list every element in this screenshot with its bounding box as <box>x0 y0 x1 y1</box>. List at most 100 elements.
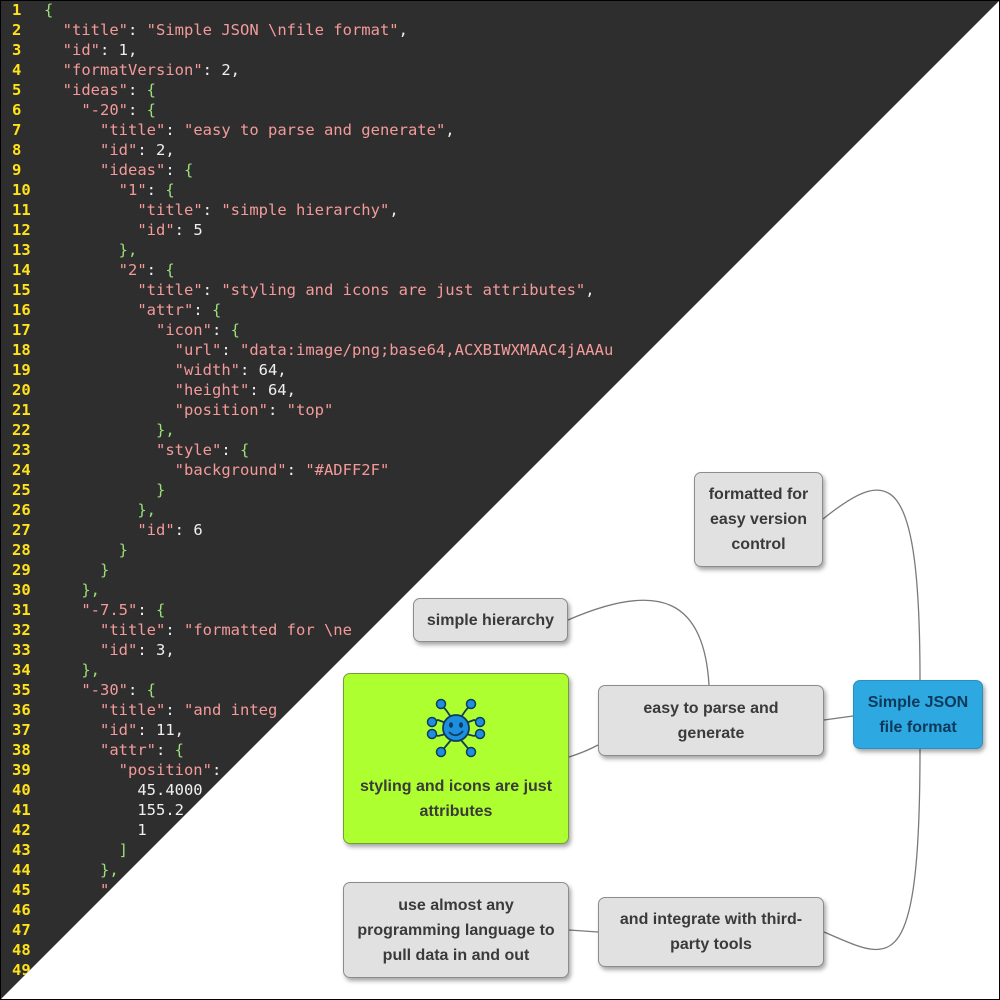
code-token: { <box>146 81 157 99</box>
code-line: 39 "position": <box>0 760 221 780</box>
code-token: : <box>202 201 222 219</box>
code-token: "easy to parse and generate" <box>184 121 446 139</box>
code-line: 6 "-20": { <box>0 100 156 120</box>
code-token: "Simple JSON \nfile format" <box>146 21 399 39</box>
line-number: 20 <box>12 381 31 399</box>
code-line: 43 ] <box>0 840 128 860</box>
code-text: "id": 3, <box>44 641 175 659</box>
code-token: "id" <box>100 641 138 659</box>
line-number: 12 <box>12 221 31 239</box>
code-text: } <box>44 561 109 579</box>
line-number: 28 <box>12 541 31 559</box>
code-token: : <box>165 701 184 719</box>
line-number: 30 <box>12 581 31 599</box>
code-token: : <box>128 101 147 119</box>
code-text: }, <box>44 661 100 679</box>
code-line: 5 "ideas": { <box>0 80 156 100</box>
line-number: 3 <box>12 41 22 59</box>
code-token: "simple hierarchy" <box>221 201 390 219</box>
code-line: 41 155.2 <box>0 800 184 820</box>
code-line: 17 "icon": { <box>0 320 240 340</box>
code-text: 45.4000 <box>44 781 203 799</box>
code-line: 2 "title": "Simple JSON \nfile format", <box>0 20 408 40</box>
line-number: 15 <box>12 281 31 299</box>
code-line: 13 }, <box>0 240 137 260</box>
code-token: "icon" <box>155 321 212 339</box>
code-text: }, <box>44 861 119 879</box>
line-number: 2 <box>12 21 22 39</box>
code-line: 48 <box>0 940 44 960</box>
code-token: "url" <box>174 341 222 359</box>
code-token: { <box>146 681 157 699</box>
code-token: "top" <box>286 401 334 419</box>
code-text: "1": { <box>44 181 175 199</box>
line-number: 42 <box>12 821 31 839</box>
code-line: 12 "id": 5 <box>0 220 203 240</box>
code-token: , <box>398 21 408 39</box>
code-line: 27 "id": 6 <box>0 520 203 540</box>
node-label-line: formatted for <box>708 486 809 503</box>
code-token: "1" <box>118 181 147 199</box>
line-number: 29 <box>12 561 31 579</box>
code-line: 42 1 <box>0 820 147 840</box>
code-token: : 64, <box>249 381 296 399</box>
connector-parse-styling <box>568 744 599 758</box>
code-token: "#ADFF2F" <box>305 461 390 479</box>
code-text: }, <box>44 241 138 259</box>
code-text: "-20": { <box>44 101 156 119</box>
code-line: 23 "style": { <box>0 440 249 460</box>
code-text: "style": { <box>44 441 249 459</box>
line-number: 7 <box>12 121 22 139</box>
line-number: 24 <box>12 461 31 479</box>
node-label-line: styling and icons are just <box>359 777 553 795</box>
code-text: "ideas": { <box>44 161 193 179</box>
code-token: 45.4000 <box>44 781 203 799</box>
code-text: "-30": { <box>44 681 156 699</box>
code-token: : 1, <box>100 41 138 59</box>
code-text: "id": 2, <box>44 141 175 159</box>
line-number: 14 <box>12 261 31 279</box>
node-label-line: programming language to <box>357 921 555 939</box>
node-label-line: party tools <box>670 936 752 953</box>
code-text: "formatVersion": 2, <box>44 61 240 79</box>
code-token: 155.2 <box>44 801 184 819</box>
line-number: 33 <box>12 641 31 659</box>
code-line: 16 "attr": { <box>0 300 221 320</box>
code-token: "id" <box>137 221 175 239</box>
code-text: "2": { <box>44 261 175 279</box>
smiling-virus-icon <box>424 694 488 766</box>
code-line: 21 "position": "top" <box>0 400 333 420</box>
line-number: 18 <box>12 341 31 359</box>
code-token: "ideas" <box>100 161 166 179</box>
code-token: "background" <box>174 461 287 479</box>
code-line: 24 "background": "#ADFF2F" <box>0 460 389 480</box>
code-token: "title" <box>100 701 166 719</box>
node-integrate[interactable]: and integrate with third-party tools <box>598 897 824 967</box>
code-token: { <box>156 601 166 619</box>
node-hierarchy[interactable]: simple hierarchy <box>413 598 568 642</box>
code-token: : <box>165 121 184 139</box>
code-token: : 6 <box>174 521 203 539</box>
code-line: 8 "id": 2, <box>0 140 175 160</box>
code-text: }, <box>44 421 175 439</box>
line-number: 27 <box>12 521 31 539</box>
code-text: "attr": { <box>44 301 221 319</box>
line-number: 38 <box>12 741 31 759</box>
code-text: "title": "Simple JSON \nfile format", <box>44 21 408 39</box>
node-label-line: file format <box>879 718 957 736</box>
node-label-line: simple hierarchy <box>426 611 555 629</box>
code-token: : <box>286 461 306 479</box>
line-number: 17 <box>12 321 31 339</box>
code-text: " <box>44 881 109 899</box>
code-token: : <box>211 761 222 779</box>
code-token: : <box>211 321 231 339</box>
code-token: "position" <box>174 401 268 419</box>
connector-root-version <box>822 489 921 681</box>
code-token: { <box>212 301 222 319</box>
code-token: : <box>128 81 147 99</box>
